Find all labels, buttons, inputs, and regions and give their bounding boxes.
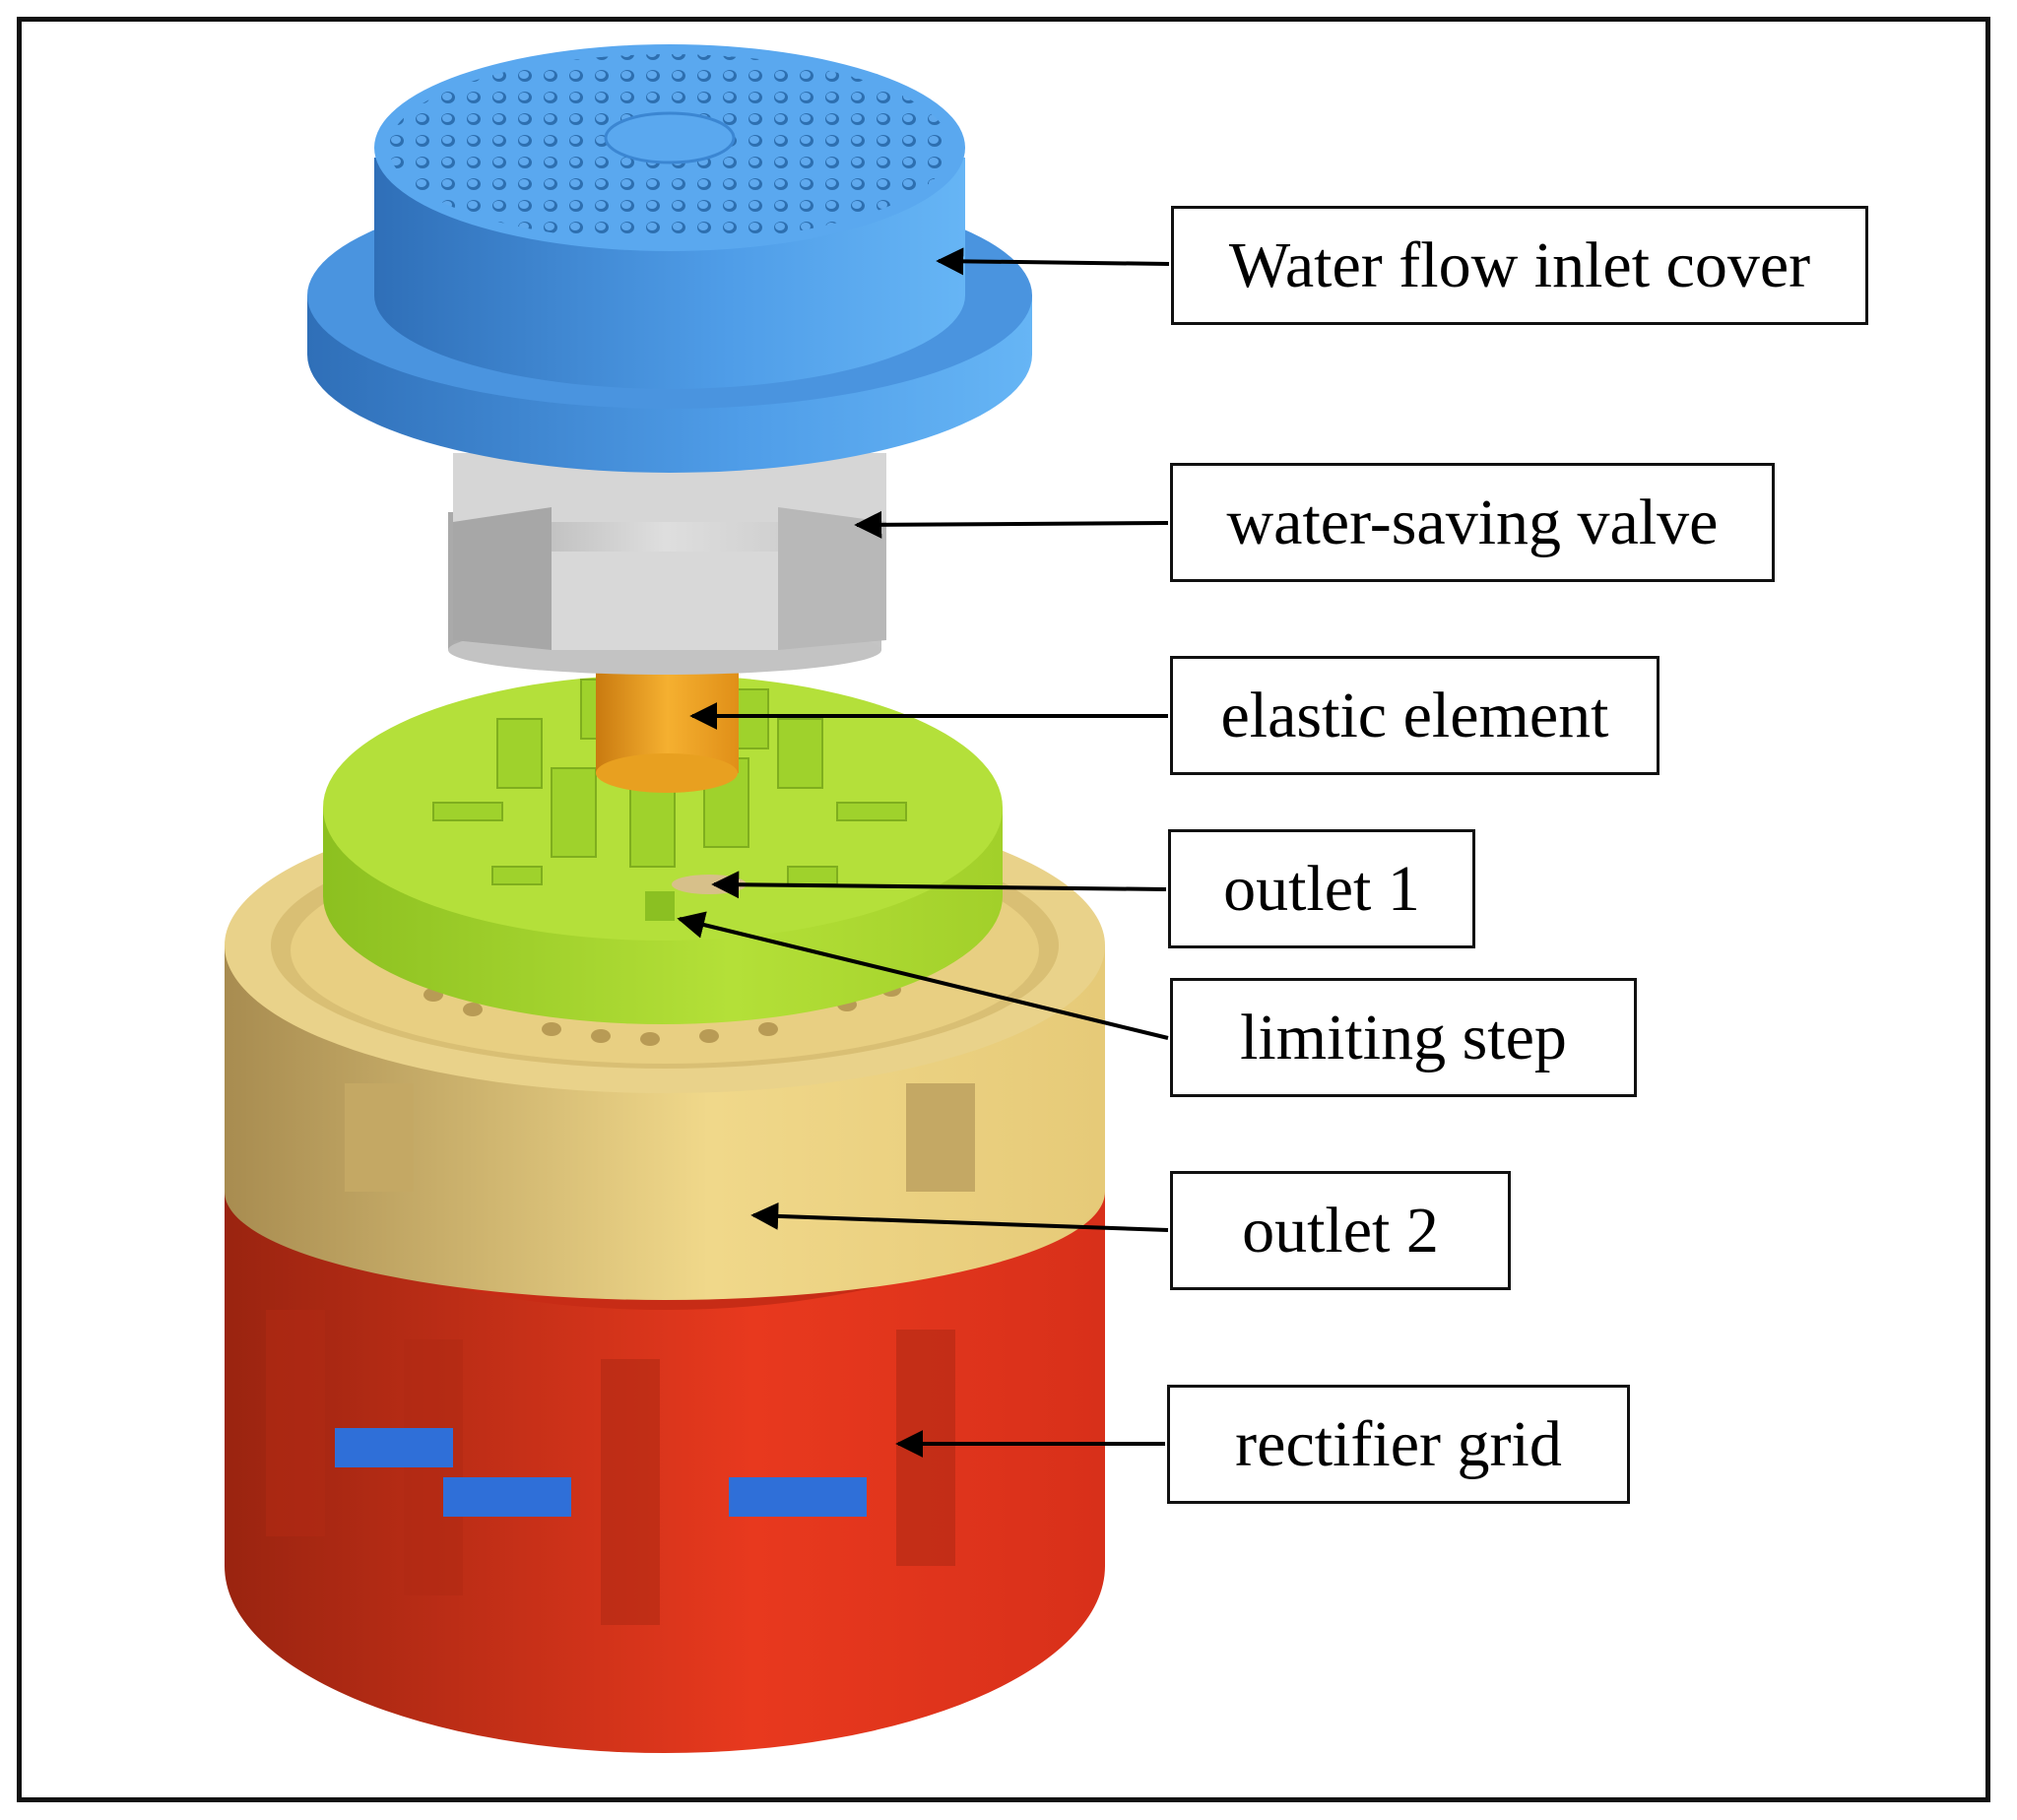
arrow-inlet-cover <box>936 247 1170 276</box>
inlet-cover-part <box>307 44 1032 473</box>
label-limiting-step: limiting step <box>1170 978 1637 1097</box>
label-elastic-element: elastic element <box>1170 656 1659 775</box>
green-disc-part <box>323 675 1003 1024</box>
label-water-saving-valve: water-saving valve <box>1170 463 1775 582</box>
arrow-outlet2 <box>750 1202 1169 1232</box>
arrow-outlet1 <box>711 871 1167 899</box>
water-saving-valve-part <box>448 453 886 675</box>
arrow-limiting-step <box>677 911 1169 1040</box>
label-rectifier-grid: rectifier grid <box>1167 1385 1630 1504</box>
label-outlet-1: outlet 1 <box>1168 829 1475 948</box>
leader-arrows <box>677 247 1170 1458</box>
label-outlet-2: outlet 2 <box>1170 1171 1511 1290</box>
figure-border <box>17 17 1990 1802</box>
label-water-flow-inlet-cover: Water flow inlet cover <box>1171 206 1868 325</box>
arrow-valve <box>854 510 1169 539</box>
